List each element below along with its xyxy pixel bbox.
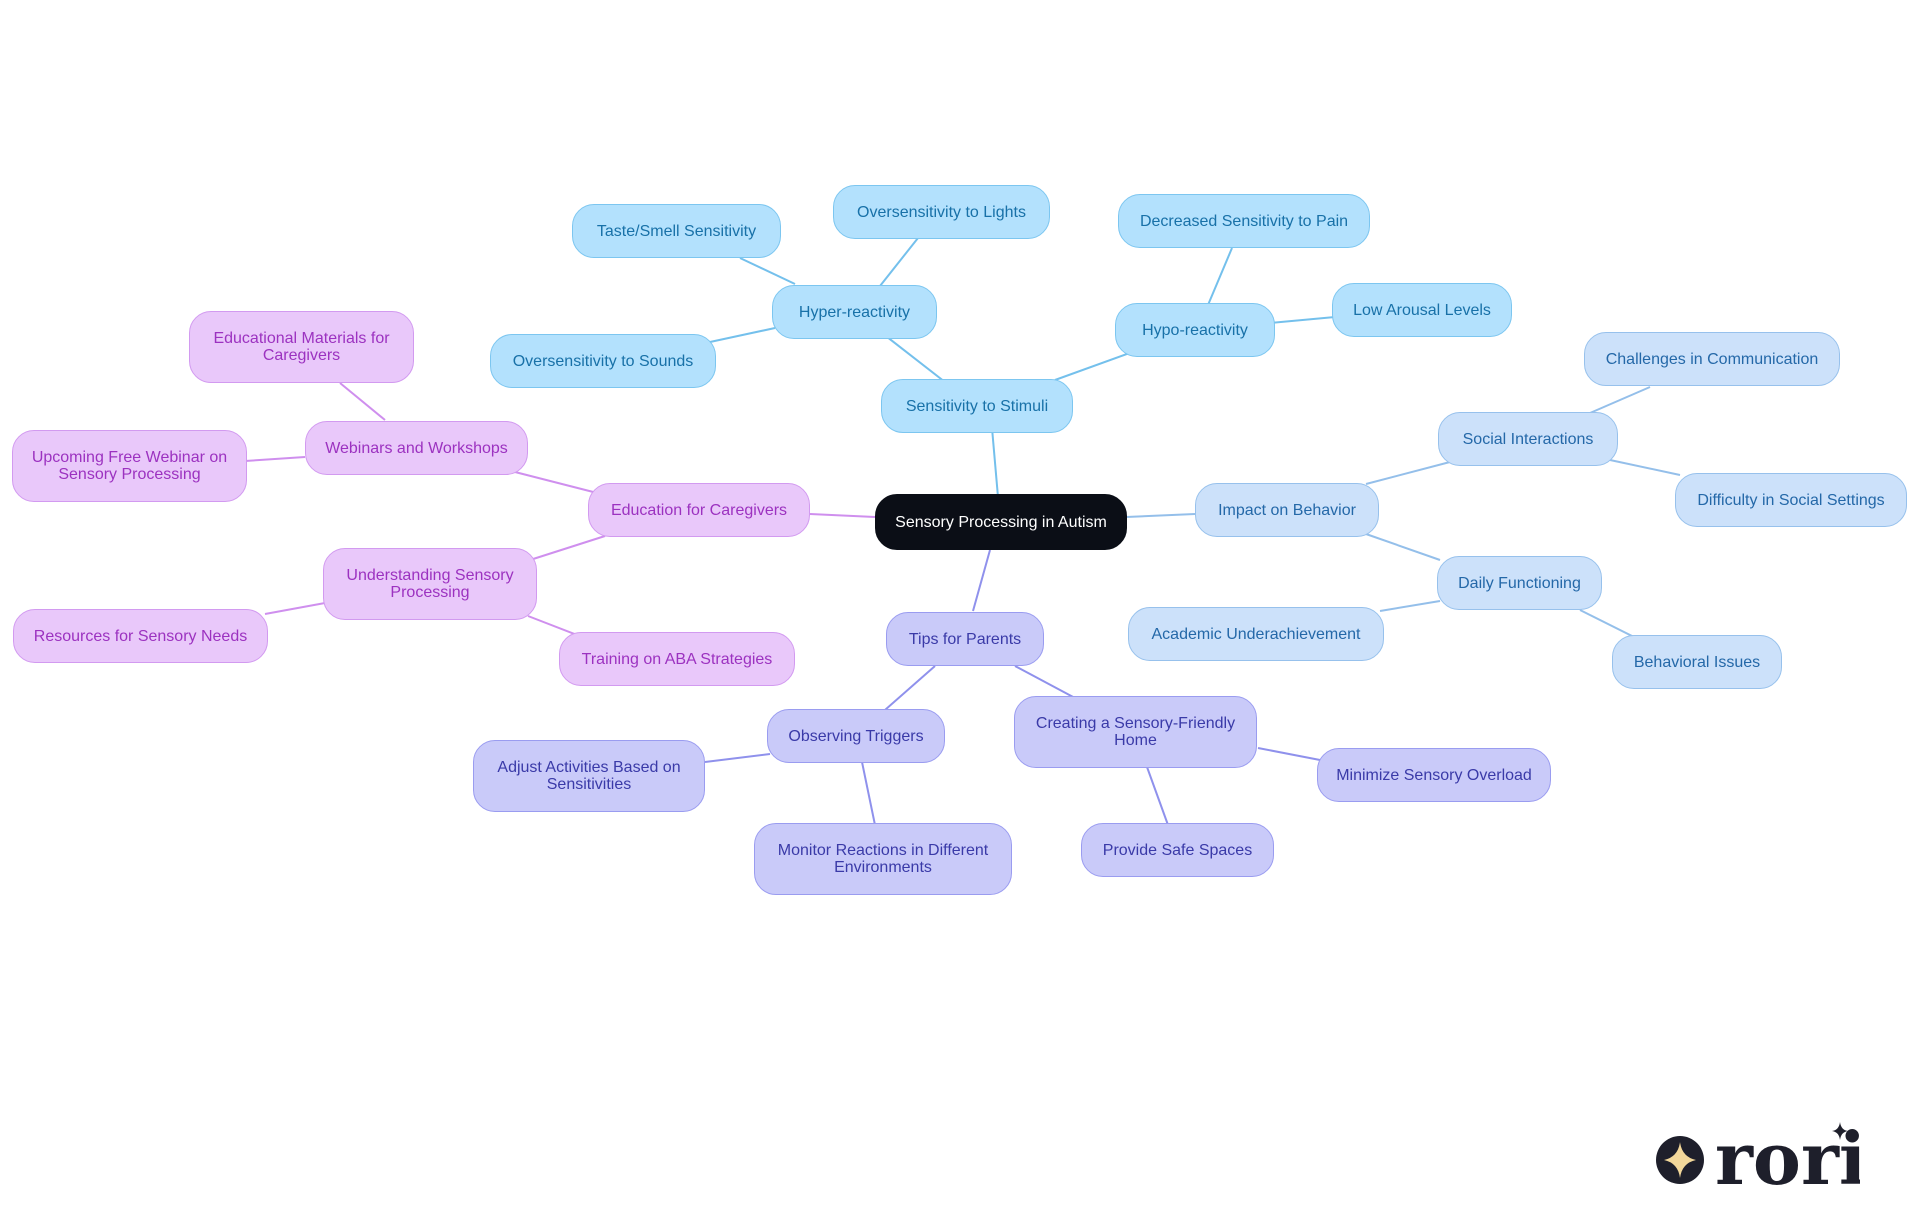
node-understanding-sensory-processing[interactable]: Understanding Sensory Processing xyxy=(323,548,537,620)
node-label: Impact on Behavior xyxy=(1218,501,1356,519)
node-low-arousal-levels[interactable]: Low Arousal Levels xyxy=(1332,283,1512,337)
node-label: Adjust Activities Based on Sensitivities xyxy=(497,759,681,793)
sparkle-icon xyxy=(1664,1142,1696,1178)
node-label: Difficulty in Social Settings xyxy=(1697,491,1885,509)
node-hypo-reactivity[interactable]: Hypo-reactivity xyxy=(1115,303,1275,357)
node-label: Observing Triggers xyxy=(788,727,924,745)
connector xyxy=(1269,316,1336,324)
logo-star-icon xyxy=(1832,1122,1848,1140)
node-education-for-caregivers[interactable]: Education for Caregivers xyxy=(588,483,810,537)
connector xyxy=(1146,766,1169,826)
node-label: Provide Safe Spaces xyxy=(1102,841,1253,859)
connector xyxy=(264,602,326,615)
node-label: Webinars and Workshops xyxy=(325,439,508,457)
logo-wordmark: rori xyxy=(1715,1120,1860,1195)
connector xyxy=(1125,513,1196,518)
node-label: Daily Functioning xyxy=(1458,574,1581,592)
connector xyxy=(244,456,306,462)
node-upcoming-free-webinar[interactable]: Upcoming Free Webinar on Sensory Process… xyxy=(12,430,247,502)
node-adjust-activities[interactable]: Adjust Activities Based on Sensitivities xyxy=(473,740,705,812)
connector xyxy=(1589,386,1651,414)
connector xyxy=(1609,459,1681,476)
node-daily-functioning[interactable]: Daily Functioning xyxy=(1437,556,1602,610)
node-decreased-sensitivity-to-pain[interactable]: Decreased Sensitivity to Pain xyxy=(1118,194,1370,248)
node-academic-underachievement[interactable]: Academic Underachievement xyxy=(1128,607,1384,661)
node-label: Challenges in Communication xyxy=(1605,350,1819,368)
node-minimize-sensory-overload[interactable]: Minimize Sensory Overload xyxy=(1317,748,1551,802)
node-label: Behavioral Issues xyxy=(1633,653,1761,671)
node-tips-for-parents[interactable]: Tips for Parents xyxy=(886,612,1044,666)
connector xyxy=(861,761,876,826)
connector xyxy=(1365,461,1451,485)
node-training-on-aba-strategies[interactable]: Training on ABA Strategies xyxy=(559,632,795,686)
root-label: Sensory Processing in Autism xyxy=(895,513,1107,531)
connector xyxy=(1014,665,1076,699)
connector xyxy=(514,471,606,496)
node-label: Education for Caregivers xyxy=(610,501,788,519)
node-difficulty-in-social-settings[interactable]: Difficulty in Social Settings xyxy=(1675,473,1907,527)
node-label: Creating a Sensory-Friendly Home xyxy=(1035,715,1236,749)
node-label: Taste/Smell Sensitivity xyxy=(596,222,757,240)
connector xyxy=(1379,600,1441,612)
connector xyxy=(884,665,936,711)
node-label: Training on ABA Strategies xyxy=(581,650,773,668)
node-behavioral-issues[interactable]: Behavioral Issues xyxy=(1612,635,1782,689)
node-observing-triggers[interactable]: Observing Triggers xyxy=(767,709,945,763)
node-label: Upcoming Free Webinar on Sensory Process… xyxy=(31,449,228,483)
connector xyxy=(1365,533,1441,561)
rori-logo: rori xyxy=(1656,1120,1860,1195)
node-sensitivity-to-stimuli[interactable]: Sensitivity to Stimuli xyxy=(881,379,1073,433)
node-monitor-reactions[interactable]: Monitor Reactions in Different Environme… xyxy=(754,823,1012,895)
node-educational-materials[interactable]: Educational Materials for Caregivers xyxy=(189,311,414,383)
node-oversensitivity-to-lights[interactable]: Oversensitivity to Lights xyxy=(833,185,1050,239)
connector xyxy=(879,237,919,287)
node-label: Low Arousal Levels xyxy=(1353,301,1491,319)
node-label: Tips for Parents xyxy=(908,630,1022,648)
root-node[interactable]: Sensory Processing in Autism xyxy=(875,494,1127,550)
node-label: Hypo-reactivity xyxy=(1142,321,1248,339)
node-label: Hyper-reactivity xyxy=(798,303,911,321)
connector xyxy=(709,327,776,343)
node-label: Understanding Sensory Processing xyxy=(346,567,514,601)
node-provide-safe-spaces[interactable]: Provide Safe Spaces xyxy=(1081,823,1274,877)
connector xyxy=(529,535,606,561)
connector xyxy=(704,753,771,763)
connector xyxy=(739,257,796,285)
node-oversensitivity-to-sounds[interactable]: Oversensitivity to Sounds xyxy=(490,334,716,388)
node-challenges-in-communication[interactable]: Challenges in Communication xyxy=(1584,332,1840,386)
node-label: Resources for Sensory Needs xyxy=(33,627,248,645)
connector xyxy=(1257,747,1321,761)
node-resources-for-sensory-needs[interactable]: Resources for Sensory Needs xyxy=(13,609,268,663)
connector xyxy=(339,382,386,421)
node-impact-on-behavior[interactable]: Impact on Behavior xyxy=(1195,483,1379,537)
connector xyxy=(809,513,876,518)
node-taste-smell-sensitivity[interactable]: Taste/Smell Sensitivity xyxy=(572,204,781,258)
connector xyxy=(1207,247,1233,306)
node-label: Decreased Sensitivity to Pain xyxy=(1139,212,1349,230)
node-label: Social Interactions xyxy=(1462,430,1594,448)
node-label: Monitor Reactions in Different Environme… xyxy=(777,842,989,876)
node-label: Oversensitivity to Sounds xyxy=(512,352,694,370)
node-creating-sensory-friendly-home[interactable]: Creating a Sensory-Friendly Home xyxy=(1014,696,1257,768)
node-label: Academic Underachievement xyxy=(1151,625,1361,643)
node-webinars-and-workshops[interactable]: Webinars and Workshops xyxy=(305,421,528,475)
node-label: Oversensitivity to Lights xyxy=(857,203,1026,221)
node-label: Minimize Sensory Overload xyxy=(1336,766,1532,784)
node-social-interactions[interactable]: Social Interactions xyxy=(1438,412,1618,466)
connector xyxy=(972,549,991,612)
node-label: Sensitivity to Stimuli xyxy=(905,397,1049,415)
node-label: Educational Materials for Caregivers xyxy=(213,330,390,364)
node-hyper-reactivity[interactable]: Hyper-reactivity xyxy=(772,285,937,339)
